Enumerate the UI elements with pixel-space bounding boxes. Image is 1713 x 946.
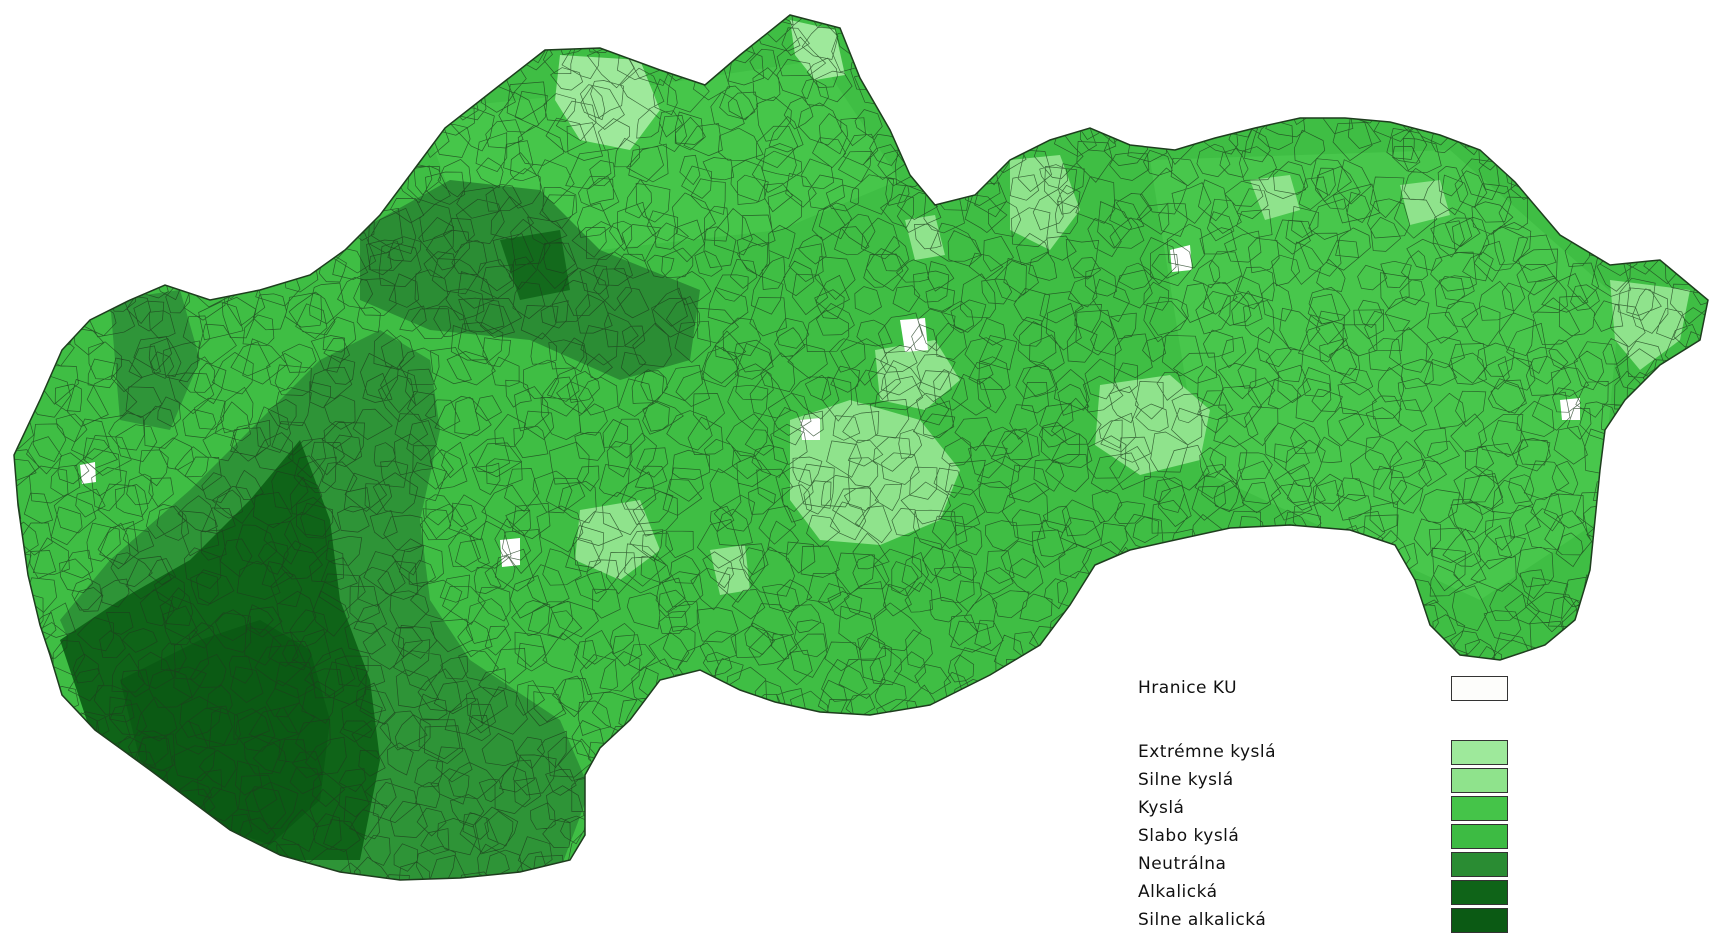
legend-label: Silne alkalická — [1138, 910, 1267, 930]
region-neutralna-west-top — [110, 290, 200, 430]
legend-item-slabo-kysla: Slabo kyslá — [1138, 824, 1518, 852]
region-alkalicka-north-spot — [500, 230, 570, 300]
legend-item-hranice-ku: Hranice KU — [1138, 676, 1518, 704]
legend-label: Silne kyslá — [1138, 770, 1234, 790]
region-silne-kysla-northeast — [1010, 155, 1080, 250]
legend-item-alkalicka: Alkalická — [1138, 880, 1518, 908]
region-silne-kysla-center-west — [575, 500, 660, 580]
region-silne-kysla-center-north — [875, 340, 960, 410]
region-silne-kysla-center — [790, 400, 960, 545]
legend-label: Hranice KU — [1138, 678, 1238, 698]
legend-swatch — [1451, 796, 1508, 821]
region-silne-kysla-far-east — [1610, 280, 1690, 370]
region-kysla-east — [1150, 150, 1620, 600]
legend: Hranice KU Extrémne kyslá Silne kyslá Ky… — [1138, 676, 1518, 946]
legend-swatch — [1451, 740, 1508, 765]
region-hranice-ku-3 — [80, 462, 96, 484]
legend-label: Extrémne kyslá — [1138, 742, 1277, 762]
region-silne-kysla-east-2 — [1400, 180, 1450, 225]
region-extremne-kysla-peak — [790, 20, 845, 80]
region-hranice-ku-1 — [900, 318, 928, 352]
legend-item-kysla: Kyslá — [1138, 796, 1518, 824]
legend-item-neutralna: Neutrálna — [1138, 852, 1518, 880]
legend-label: Alkalická — [1138, 882, 1218, 902]
region-hranice-ku-2 — [1170, 245, 1192, 272]
region-silne-kysla-northeast-2 — [1250, 175, 1300, 220]
legend-swatch — [1451, 880, 1508, 905]
region-silne-kysla-east-center — [1095, 375, 1210, 475]
region-hranice-ku-6 — [800, 418, 820, 440]
legend-label: Neutrálna — [1138, 854, 1227, 874]
legend-label: Kyslá — [1138, 798, 1185, 818]
legend-swatch — [1451, 676, 1508, 701]
legend-swatch — [1451, 768, 1508, 793]
legend-swatch — [1451, 852, 1508, 877]
legend-label: Slabo kyslá — [1138, 826, 1240, 846]
legend-item-silne-alkalicka: Silne alkalická — [1138, 908, 1518, 936]
legend-swatch — [1451, 908, 1508, 933]
legend-item-extremne-kysla: Extrémne kyslá — [1138, 740, 1518, 768]
region-hranice-ku-5 — [1560, 398, 1580, 420]
region-silne-kysla-north-center — [905, 215, 945, 260]
legend-item-silne-kysla: Silne kyslá — [1138, 768, 1518, 796]
legend-swatch — [1451, 824, 1508, 849]
